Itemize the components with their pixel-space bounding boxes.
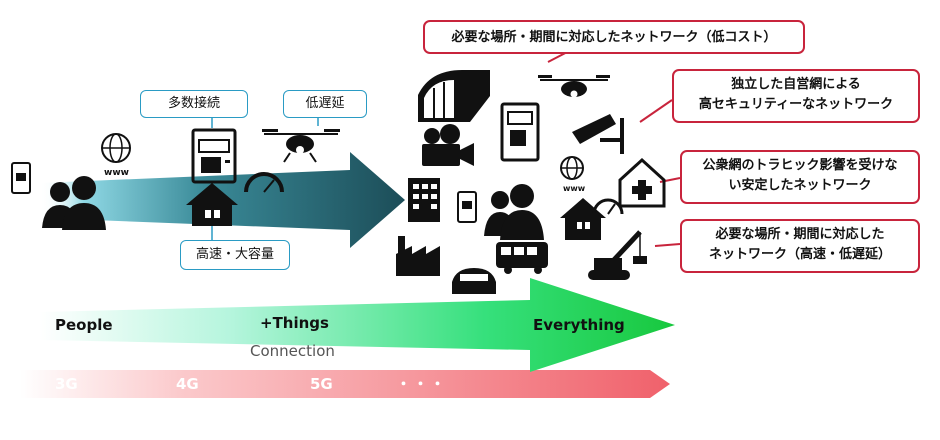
generation-4g: 4G <box>176 375 199 393</box>
things-label: +Things <box>260 314 329 332</box>
evolution-arrow <box>40 278 675 372</box>
low-cost-callout: 必要な場所・期間に対応したネットワーク（低コスト） <box>423 20 805 54</box>
generation-more: ・・・ <box>396 375 448 393</box>
speed-line-2: ネットワーク（高速・低遅延） <box>708 247 891 262</box>
stable-line-2: い安定したネットワーク <box>728 178 872 193</box>
high-speed-label: 高速・大容量 <box>195 247 274 262</box>
generation-bar <box>20 370 670 398</box>
phone-icon-2 <box>457 191 477 223</box>
security-camera-icon <box>572 114 624 154</box>
connection-label: Connection <box>250 342 335 360</box>
speed-callout: 必要な場所・期間に対応した ネットワーク（高速・低遅延） <box>680 219 920 273</box>
security-callout: 独立した自営網による 高セキュリティーなネットワーク <box>672 69 920 123</box>
globe-icon: www <box>101 133 131 178</box>
vending-machine-icon-2 <box>500 102 540 162</box>
phone-icon <box>11 162 31 194</box>
svg-text:www: www <box>563 184 586 193</box>
people-icon-2 <box>484 184 544 240</box>
generation-5g: 5G <box>310 375 333 393</box>
drone-icon-2 <box>538 75 610 98</box>
low-cost-text: 必要な場所・期間に対応したネットワーク（低コスト） <box>451 30 777 45</box>
security-line-1: 独立した自営網による <box>731 77 861 92</box>
security-line-2: 高セキュリティーなネットワーク <box>698 97 894 112</box>
svg-text:www: www <box>104 168 129 178</box>
house-icon <box>186 183 238 226</box>
low-latency-callout: 低遅延 <box>283 90 367 118</box>
speedometer-icon <box>244 172 284 193</box>
greenhouse-icon <box>418 70 490 122</box>
people-icon <box>42 176 106 230</box>
everything-label: Everything <box>533 316 625 334</box>
globe-icon-2: www <box>560 156 586 193</box>
bus-icon <box>496 242 548 274</box>
car-icon <box>452 268 496 294</box>
vending-machine-icon <box>191 128 237 184</box>
speed-line-1: 必要な場所・期間に対応した <box>715 227 885 242</box>
stable-callout: 公衆網のトラヒック影響を受けな い安定したネットワーク <box>680 150 920 204</box>
hospital-icon <box>618 157 666 208</box>
multi-connect-label: 多数接続 <box>167 96 220 111</box>
low-latency-label: 低遅延 <box>305 96 345 111</box>
stable-line-1: 公衆網のトラヒック影響を受けな <box>702 158 898 173</box>
people-label: People <box>55 316 113 334</box>
drone-icon <box>262 129 340 163</box>
speedometer-icon-2 <box>592 198 624 215</box>
multi-connect-callout: 多数接続 <box>140 90 248 118</box>
factory-icon <box>396 236 440 276</box>
video-camera-icon <box>422 124 474 166</box>
building-icon <box>408 178 440 222</box>
generation-3g: 3G <box>55 375 78 393</box>
high-speed-callout: 高速・大容量 <box>180 240 290 270</box>
crane-icon <box>588 230 647 280</box>
